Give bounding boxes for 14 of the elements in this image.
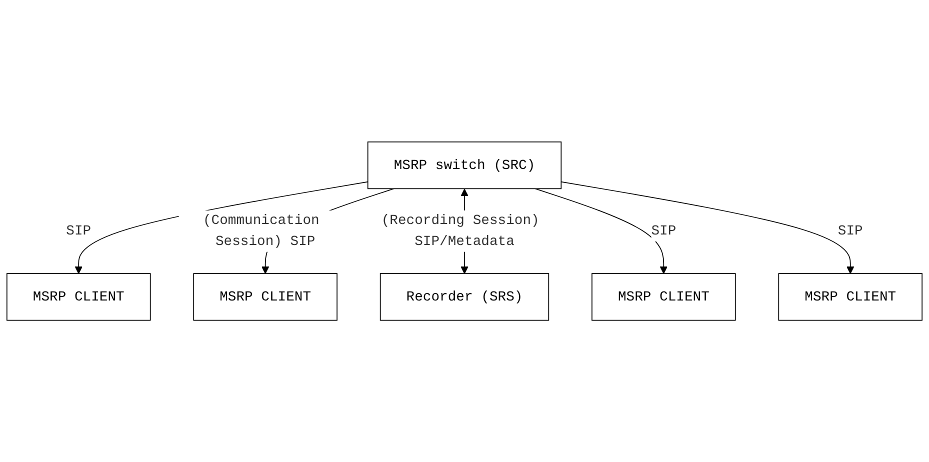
node-box: MSRP CLIENT bbox=[778, 273, 922, 321]
arrow bbox=[560, 181, 854, 274]
node-box: Recorder (SRS) bbox=[380, 273, 550, 321]
arrow bbox=[74, 181, 368, 274]
edge-label: (Communication Session) SIP bbox=[202, 212, 320, 250]
node-box: MSRP CLIENT bbox=[6, 273, 151, 321]
edge-label: SIP bbox=[651, 223, 676, 239]
node-box: MSRP CLIENT bbox=[193, 273, 338, 321]
edge-label: (Recording Session) SIP/Metadata bbox=[381, 212, 540, 250]
node-box: MSRP CLIENT bbox=[592, 273, 736, 321]
edge-label: SIP bbox=[66, 223, 92, 239]
edge-label: SIP bbox=[838, 223, 863, 239]
node-box: MSRP switch (SRC) bbox=[367, 141, 562, 189]
arrow bbox=[534, 188, 668, 274]
